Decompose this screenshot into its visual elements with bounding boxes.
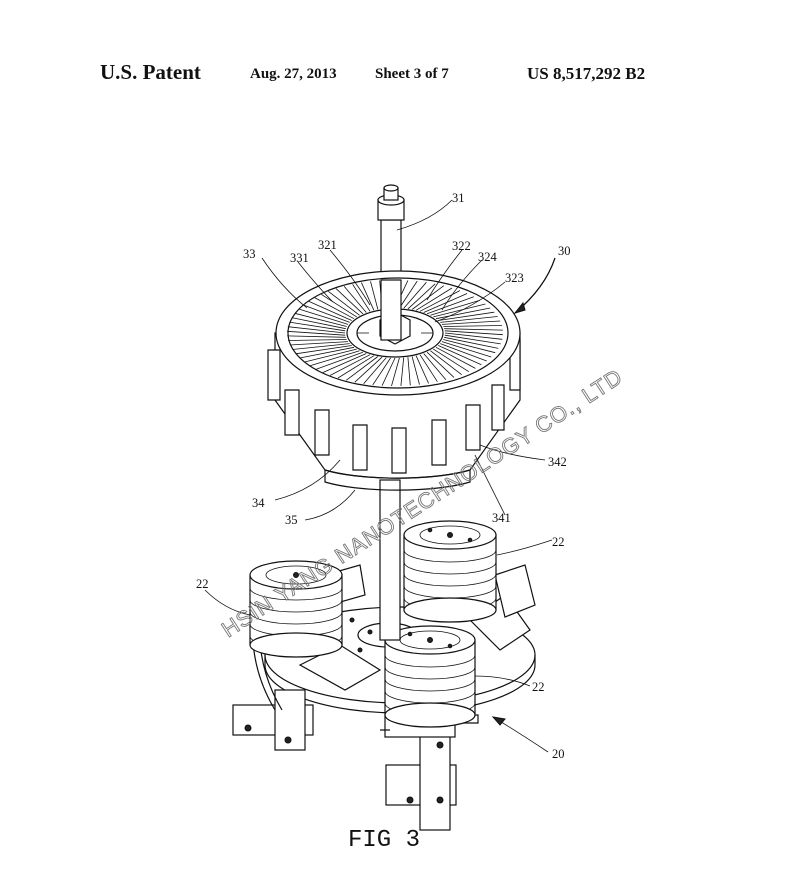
turbine-fin	[303, 304, 350, 323]
turbine-fin	[343, 286, 367, 313]
turbine-fin	[440, 316, 498, 323]
turbine-fin	[441, 320, 501, 325]
reference-labels: 31 30 33 331 321 322 324 323 342 341 34 …	[196, 191, 571, 761]
turbine-fin	[381, 357, 396, 386]
label-22-right: 22	[552, 535, 565, 549]
turbine-fin	[337, 355, 375, 379]
turbine-fin	[407, 357, 411, 386]
turbine-fin	[292, 343, 350, 350]
turbine-fin	[435, 346, 476, 369]
finned-cylinder-right	[403, 520, 497, 623]
turbine-fin	[372, 357, 391, 386]
turbine-fin	[426, 351, 455, 378]
turbine-fin	[288, 339, 347, 341]
turbine-fin	[423, 353, 447, 380]
turbine-fin	[309, 350, 360, 367]
label-22-left: 22	[196, 577, 209, 591]
turbine-fin	[438, 311, 495, 321]
turbine-fin	[291, 317, 346, 330]
turbine-fin	[415, 287, 453, 311]
turbine-fin	[426, 296, 474, 315]
label-20: 20	[552, 747, 565, 761]
turbine-fin	[403, 282, 427, 309]
turbine-fin	[433, 348, 470, 373]
turbine-assembly	[267, 270, 521, 491]
turbine-fin	[438, 345, 482, 366]
turbine-fin	[335, 288, 364, 315]
turbine-fin	[419, 354, 438, 382]
figure-caption: FIG 3	[348, 827, 420, 854]
turbine-fin	[352, 284, 371, 312]
turbine-fin	[440, 343, 487, 362]
leader-lines	[204, 199, 556, 753]
label-33: 33	[243, 247, 256, 261]
patent-number: US 8,517,292 B2	[527, 64, 646, 83]
turbine-fin	[295, 345, 352, 355]
turbine-fin	[411, 356, 420, 385]
turbine-fin	[314, 297, 355, 320]
turbine-fin	[299, 346, 355, 359]
turbine-fin	[444, 336, 499, 349]
turbine-fin	[415, 355, 429, 384]
turbine-fin	[435, 307, 491, 320]
turbine-fin	[289, 341, 349, 346]
turbine-fin	[294, 312, 347, 327]
turbine-fin	[298, 308, 349, 325]
label-34: 34	[252, 496, 265, 510]
sheet-number: Sheet 3 of 7	[375, 66, 449, 82]
label-341: 341	[492, 511, 511, 525]
turbine-fin	[443, 339, 496, 354]
label-22-center: 22	[532, 680, 545, 694]
turbine-fin	[328, 290, 360, 316]
turbine-fin	[289, 321, 346, 332]
turbine-fin	[430, 299, 481, 316]
turbine-fin	[444, 328, 503, 331]
label-324: 324	[478, 250, 498, 264]
turbine-fin	[354, 356, 383, 383]
turbine-fin	[444, 334, 501, 345]
turbine-fin	[363, 357, 387, 384]
direction-arrows	[491, 257, 556, 726]
label-322: 322	[452, 239, 471, 253]
turbine-fin	[322, 353, 367, 373]
turbine-fin	[370, 281, 379, 310]
turbine-fin	[287, 330, 346, 336]
turbine-fin	[419, 290, 460, 312]
turbine-fin	[308, 300, 352, 321]
patent-date: Aug. 27, 2013	[250, 66, 337, 82]
label-323: 323	[505, 271, 524, 285]
label-331: 331	[290, 251, 309, 265]
label-342: 342	[548, 455, 567, 469]
turbine-fin	[361, 282, 375, 311]
turbine-fin	[320, 293, 357, 318]
turbine-fin	[441, 341, 492, 358]
turbine-fin	[400, 357, 405, 386]
turbine-fin	[430, 350, 462, 376]
turbine-fin	[391, 357, 400, 387]
finned-cylinder-center	[384, 625, 476, 728]
turbine-fin	[407, 283, 436, 310]
turbine-fin	[443, 325, 502, 327]
turbine-fin	[444, 330, 503, 336]
shaft	[377, 184, 405, 641]
turbine-fin	[411, 285, 445, 310]
finned-cylinder-left	[249, 560, 343, 658]
turbine-fin	[287, 335, 346, 338]
label-321: 321	[318, 238, 337, 252]
turbine-fin	[316, 351, 364, 370]
turbine-fin	[399, 280, 418, 309]
label-31: 31	[452, 191, 465, 205]
turbine-fin	[444, 332, 503, 340]
turbine-fin	[423, 293, 468, 313]
turbine-fin	[345, 356, 379, 381]
label-30: 30	[558, 244, 571, 258]
turbine-fin	[304, 348, 357, 363]
label-35: 35	[285, 513, 298, 527]
turbine-fin	[287, 326, 346, 334]
turbine-fin	[433, 303, 486, 318]
patent-office-label: U.S. Patent	[100, 60, 201, 84]
turbine-fin	[330, 354, 371, 376]
